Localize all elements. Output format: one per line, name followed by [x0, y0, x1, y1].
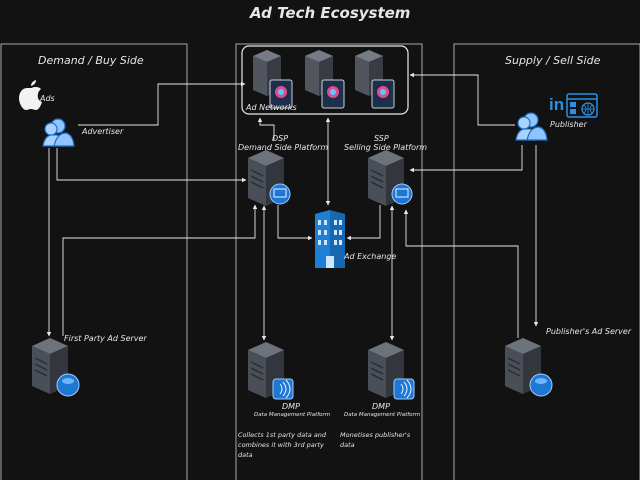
ad-network-server-1 [253, 50, 293, 109]
dmp-left-short-label: DMP [282, 402, 300, 411]
ads-label: Ads [40, 94, 55, 103]
publisher-label: Publisher [550, 120, 587, 129]
ad-networks-label: Ad Networks [246, 103, 297, 112]
ad-exchange-label: Ad Exchange [344, 252, 397, 261]
demand-lane-title: Demand / Buy Side [38, 54, 144, 67]
ssp-short-label: SSP [374, 134, 389, 143]
publishers-ad-server-icon [504, 337, 553, 397]
dmp-right-short-label: DMP [372, 402, 390, 411]
dmp-left-long-label: Data Management Platform [254, 412, 331, 418]
supply-lane [453, 43, 640, 480]
dmp-left-server-icon [247, 341, 294, 400]
dmp-left-note: Collects 1st party data and combines it … [238, 431, 327, 460]
apple-logo-icon [19, 80, 42, 110]
linkedin-logo-icon: in [549, 95, 564, 114]
office-building-icon [315, 210, 345, 268]
dmp-right-note: Monetises publisher's data [340, 431, 411, 450]
svg-text:in: in [549, 95, 564, 114]
ad-network-server-2 [305, 50, 345, 109]
ssp-server-icon [367, 149, 413, 207]
demand-lane [0, 43, 188, 480]
dmp-right-long-label: Data Management Platform [344, 412, 421, 418]
connectors [46, 72, 539, 341]
ad-network-server-3 [355, 50, 395, 109]
advertiser-label: Advertiser [82, 127, 124, 136]
ad-networks-group [241, 45, 409, 115]
dsp-server-icon [247, 149, 291, 207]
publisher-users-icon [515, 112, 548, 141]
middle-lane [235, 43, 423, 480]
first-party-ad-server-label: First Party Ad Server [64, 334, 147, 343]
supply-lane-title: Supply / Sell Side [505, 54, 601, 67]
dmp-right-server-icon [367, 341, 415, 400]
advertiser-users-icon [42, 118, 75, 147]
ssp-long-label: Selling Side Platform [344, 143, 428, 152]
first-party-ad-server-icon [31, 337, 80, 397]
diagram-title: Ad Tech Ecosystem [250, 4, 411, 22]
dsp-long-label: Demand Side Platform [238, 143, 329, 152]
website-icon [566, 93, 598, 118]
dsp-short-label: DSP [272, 134, 289, 143]
publishers-ad-server-label: Publisher's Ad Server [546, 327, 632, 336]
